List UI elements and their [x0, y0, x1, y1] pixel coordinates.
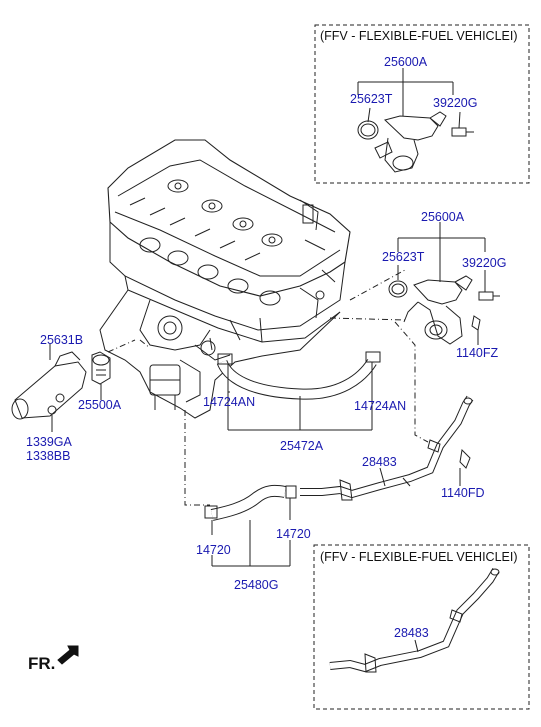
label-ffv-25623t: 25623T: [350, 92, 393, 106]
upper-hose-drawing: [216, 351, 381, 431]
label-1338bb: 1338BB: [26, 449, 71, 463]
label-25631b: 25631B: [40, 333, 84, 347]
label-25623t: 25623T: [382, 250, 425, 264]
pipe-drawing: [300, 395, 474, 501]
label-ffv-28483: 28483: [394, 626, 429, 640]
label-39220g: 39220G: [462, 256, 507, 270]
label-1140fz: 1140FZ: [456, 346, 499, 360]
ffv-box-bottom: [313, 544, 530, 710]
label-clamp-lower-left: 14720: [196, 543, 231, 557]
label-ffv-25600a: 25600A: [384, 55, 428, 69]
label-28483: 28483: [362, 455, 397, 469]
label-25472a: 25472A: [280, 439, 324, 453]
ffv-pipe-drawing: [329, 567, 500, 673]
ffv-top-outlet-drawing: [357, 68, 474, 173]
fr-arrow: [57, 645, 79, 665]
label-1140fd: 1140FD: [441, 486, 485, 500]
thermostat-drawing: [11, 344, 111, 432]
ffv-bottom-title: (FFV - FLEXIBLE-FUEL VEHICLEI): [318, 550, 520, 564]
label-25500a: 25500A: [78, 398, 122, 412]
label-25600a: 25600A: [421, 210, 465, 224]
label-ffv-39220g: 39220G: [433, 96, 478, 110]
lower-hose-drawing: [204, 484, 297, 567]
label-25480g: 25480G: [234, 578, 279, 592]
main-outlet-drawing: [388, 222, 500, 345]
label-clamp-upper-left: 14724AN: [203, 395, 256, 409]
direction-marker: FR.: [28, 654, 56, 673]
label-clamp-lower-right: 14720: [276, 527, 311, 541]
connection-lines: [107, 269, 429, 506]
label-clamp-upper-right: 14724AN: [354, 399, 407, 413]
ffv-box-top: [314, 24, 530, 184]
ffv-top-title: (FFV - FLEXIBLE-FUEL VEHICLEI): [318, 29, 520, 43]
label-1339ga: 1339GA: [26, 435, 72, 449]
